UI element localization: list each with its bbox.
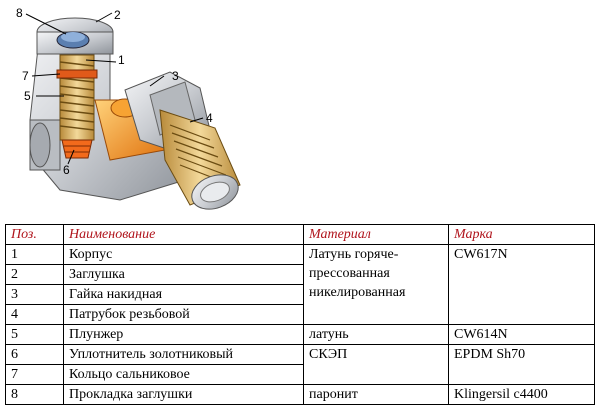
row-name: Патрубок резьбовой — [63, 304, 304, 325]
callout-3: 3 — [172, 69, 179, 83]
header-material: Материал — [303, 224, 449, 245]
material-row-5: латунь — [303, 324, 449, 345]
row-position: 2 — [5, 264, 64, 285]
plunger-part-5 — [59, 54, 95, 141]
row-position: 8 — [5, 384, 64, 405]
parts-specification-table: Поз. Наименование Материал Марка 1 Корпу… — [5, 224, 595, 405]
grade-row-5: CW614N — [448, 324, 595, 345]
row-name: Плунжер — [63, 324, 304, 345]
callout-4: 4 — [206, 111, 213, 125]
header-name: Наименование — [63, 224, 304, 245]
table-row: 6 Уплотнитель золотниковый СКЭП EPDM Sh7… — [5, 344, 595, 385]
valve-seal-part-6 — [61, 139, 93, 159]
row-name: Прокладка заглушки — [63, 384, 304, 405]
material-row-8: паронит — [303, 384, 449, 405]
row-position: 7 — [5, 364, 64, 385]
material-line: никелированная — [309, 285, 406, 300]
table-row: 7 Кольцо сальниковое — [5, 364, 595, 385]
callout-5: 5 — [24, 89, 31, 103]
material-line: прессованная — [309, 266, 390, 281]
table-row: 8 Прокладка заглушки паронит Klingersil … — [5, 384, 595, 405]
header-grade: Марка — [448, 224, 595, 245]
callout-6: 6 — [63, 163, 70, 177]
row-position: 5 — [5, 324, 64, 345]
row-name: Гайка накидная — [63, 284, 304, 305]
table-row: 3 Гайка накидная — [5, 284, 595, 305]
material-row-6-7: СКЭП — [303, 344, 449, 385]
table-row: 1 Корпус Латунь горяче- прессованная ник… — [5, 244, 595, 325]
grade-row-8: Klingersil c4400 — [448, 384, 595, 405]
row-position: 6 — [5, 344, 64, 365]
material-line: Латунь горяче- — [309, 247, 399, 262]
row-position: 1 — [5, 244, 64, 265]
table-header-row: Поз. Наименование Материал Марка — [5, 224, 595, 245]
plug-gasket-part-8 — [56, 31, 90, 49]
leader-lines — [25, 12, 204, 165]
row-name: Заглушка — [63, 264, 304, 285]
row-name: Корпус — [63, 244, 304, 265]
row-name: Кольцо сальниковое — [63, 364, 304, 385]
threaded-nipple-part-4 — [159, 109, 241, 210]
grade-group-1-4: CW617N — [448, 244, 595, 325]
callout-8: 8 — [16, 6, 23, 20]
grade-row-6-7: EPDM Sh70 — [448, 344, 595, 385]
callout-1: 1 — [118, 53, 125, 67]
valve-cutaway-illustration: 8 2 1 7 5 3 4 6 — [16, 6, 241, 210]
row-position: 4 — [5, 304, 64, 325]
callout-labels: 8 2 1 7 5 3 4 6 — [16, 6, 213, 177]
table-row: 4 Патрубок резьбовой — [5, 304, 595, 325]
header-position: Поз. — [5, 224, 64, 245]
row-position: 3 — [5, 284, 64, 305]
gland-ring-part-7 — [56, 69, 98, 79]
material-group-1-4: Латунь горяче- прессованная никелированн… — [303, 244, 449, 325]
table-row: 5 Плунжер латунь CW614N — [5, 324, 595, 345]
callout-7: 7 — [22, 69, 29, 83]
row-name: Уплотнитель золотниковый — [63, 344, 304, 365]
callout-2: 2 — [114, 8, 121, 22]
